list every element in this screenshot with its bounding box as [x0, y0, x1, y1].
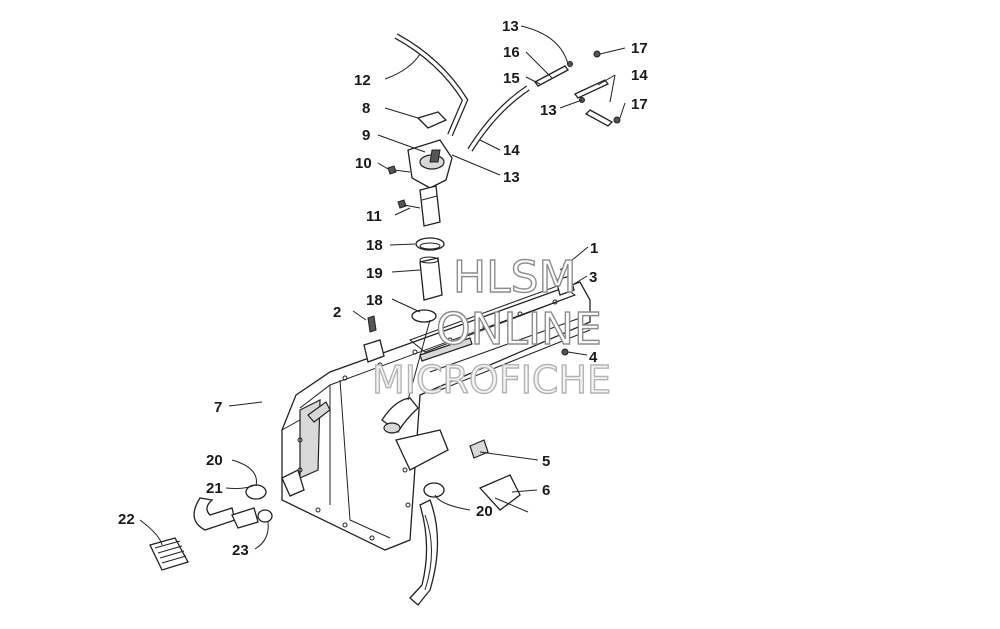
- callout-3: 3: [589, 269, 597, 286]
- callout-2: 2: [333, 304, 341, 321]
- callout-18-top: 18: [366, 237, 383, 254]
- callout-numbers: 1 2 3 4 5 6 7 8 9 10 11 12 13 13 13 14 1…: [118, 18, 648, 559]
- callout-14-right: 14: [631, 67, 648, 84]
- callout-8: 8: [362, 100, 370, 117]
- callout-13-mid: 13: [540, 102, 557, 119]
- callout-7: 7: [214, 399, 222, 416]
- callout-20-left: 20: [206, 452, 223, 469]
- watermark-line-3: MICROFICHE: [372, 358, 611, 402]
- callout-14-left: 14: [503, 142, 520, 159]
- callout-11: 11: [366, 208, 382, 225]
- callout-20-right: 20: [476, 503, 493, 520]
- lower-left-parts: [149, 469, 445, 571]
- watermark: HLSM ONLINE MICROFICHE: [371, 251, 611, 402]
- callout-17-bottom: 17: [631, 96, 648, 113]
- overflow-hose: [394, 33, 469, 137]
- callout-21: 21: [206, 480, 223, 497]
- callout-19: 19: [366, 265, 383, 282]
- callout-13-top: 13: [502, 18, 519, 35]
- right-hardware: [363, 275, 575, 513]
- filler-neck-assembly: [387, 111, 453, 401]
- callout-16: 16: [503, 44, 520, 61]
- callout-13-bottom: 13: [503, 169, 520, 186]
- callout-10: 10: [355, 155, 372, 172]
- callout-5: 5: [542, 453, 550, 470]
- callout-1: 1: [590, 240, 598, 257]
- callout-18-bottom: 18: [366, 292, 383, 309]
- callout-9: 9: [362, 127, 370, 144]
- tank-body: [281, 281, 591, 606]
- watermark-line-1: HLSM: [453, 252, 577, 303]
- callout-12: 12: [354, 72, 371, 89]
- callout-17-top: 17: [631, 40, 648, 57]
- callout-15: 15: [503, 70, 520, 87]
- callout-22: 22: [118, 511, 135, 528]
- callout-23: 23: [232, 542, 249, 559]
- vent-hose: [467, 50, 621, 152]
- watermark-line-2: ONLINE: [436, 304, 602, 355]
- leader-lines: [139, 25, 626, 550]
- callout-4: 4: [589, 349, 598, 366]
- callout-6: 6: [542, 482, 550, 499]
